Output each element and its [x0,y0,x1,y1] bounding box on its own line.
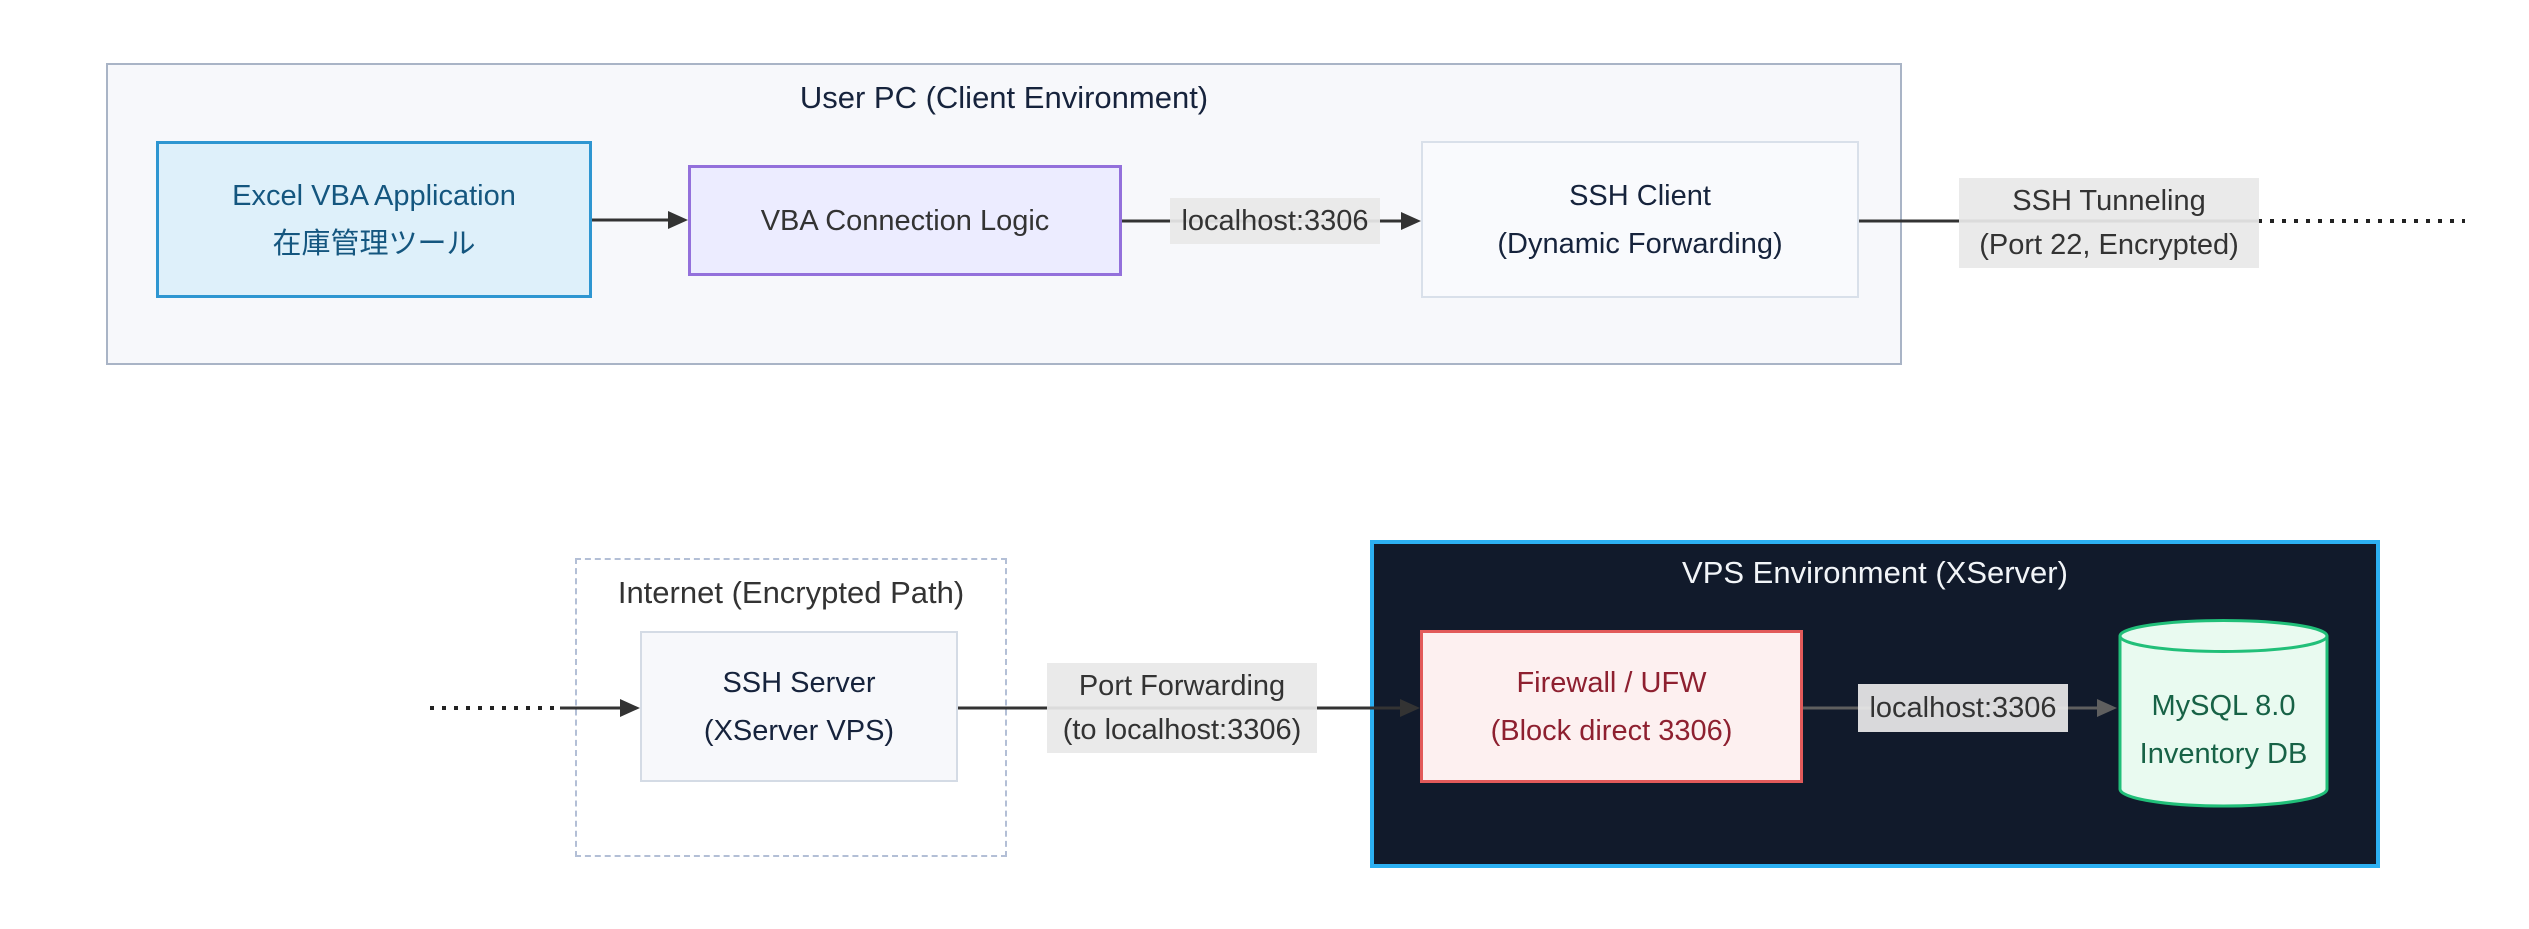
internet-container-title: Internet (Encrypted Path) [617,575,965,610]
edge-label-ssh-tunneling: SSH Tunneling (Port 22, Encrypted) [1959,178,2259,268]
edge-label-port-forwarding-line1: Port Forwarding [1078,670,1286,702]
mysql-db-line1: MySQL 8.0 [2151,690,2296,722]
mysql-db-label: MySQL 8.0 Inventory DB [2117,652,2330,808]
mysql-db-line2: Inventory DB [2139,738,2308,770]
excel-vba-node-line2: 在庫管理ツール [272,227,476,260]
edge-label-localhost-1-text: localhost:3306 [1181,205,1369,237]
vba-connection-logic-node: VBA Connection Logic [688,165,1122,276]
database-cylinder-icon [2118,619,2329,808]
edge-label-ssh-tunneling-line1: SSH Tunneling [2012,185,2206,217]
ssh-client-node: SSH Client (Dynamic Forwarding) [1421,141,1859,298]
vps-container-title: VPS Environment (XServer) [1682,555,2068,590]
ssh-client-node-line1: SSH Client [1569,179,1711,212]
edge-label-ssh-tunneling-line2: (Port 22, Encrypted) [1979,229,2239,261]
mysql-db-cylinder: MySQL 8.0 Inventory DB [2117,618,2330,808]
firewall-node-line2: (Block direct 3306) [1490,714,1733,747]
user-pc-container-title: User PC (Client Environment) [799,80,1209,115]
ssh-server-node-line2: (XServer VPS) [703,714,895,747]
edge-label-port-forwarding: Port Forwarding (to localhost:3306) [1047,663,1317,753]
firewall-node-line1: Firewall / UFW [1516,666,1707,699]
edge-label-localhost-2-text: localhost:3306 [1869,692,2057,724]
edge-label-localhost-1: localhost:3306 [1170,198,1380,244]
ssh-server-node-line1: SSH Server [722,666,876,699]
ssh-client-node-line2: (Dynamic Forwarding) [1497,227,1783,260]
vba-connection-logic-label: VBA Connection Logic [760,204,1050,237]
firewall-node: Firewall / UFW (Block direct 3306) [1420,630,1803,783]
excel-vba-node-line1: Excel VBA Application [232,179,516,212]
ssh-server-node: SSH Server (XServer VPS) [640,631,958,782]
edge-label-localhost-2: localhost:3306 [1858,684,2068,732]
edge-label-port-forwarding-line2: (to localhost:3306) [1062,714,1302,746]
excel-vba-node: Excel VBA Application 在庫管理ツール [156,141,592,298]
